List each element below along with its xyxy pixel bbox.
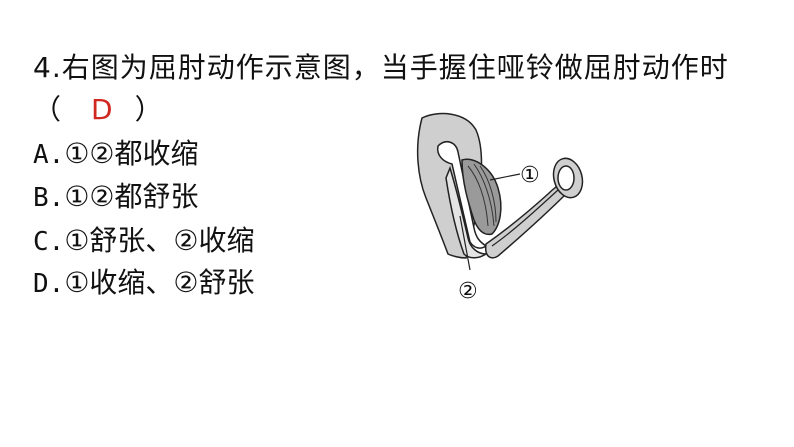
answer-line: （ D ） [33,90,163,130]
question-text: 4.右图为屈肘动作示意图，当手握住哑铃做屈肘动作时 [33,51,729,84]
option-text: ①②都舒张 [64,180,199,213]
option-c[interactable]: C.①舒张、②收缩 [33,221,255,262]
option-a[interactable]: A.①②都收缩 [33,134,199,175]
option-text: ①收缩、②舒张 [64,266,255,299]
option-d[interactable]: D.①收缩、②舒张 [33,263,255,304]
option-letter: A. [33,140,65,170]
arm-illustration: ① ② [416,112,584,304]
open-paren: （ [33,93,62,126]
biceps-muscle [461,158,502,236]
option-letter: D. [33,269,65,299]
dumbbell-grip [557,165,575,191]
option-text: ①舒张、②收缩 [64,224,255,257]
elbow-flexion-diagram: ① ② [408,108,598,308]
label-1-leader [489,173,521,181]
option-text: ①②都收缩 [64,137,199,170]
option-letter: B. [33,183,65,213]
label-2-leader [459,215,471,271]
close-paren: ） [134,93,163,126]
label-1: ① [520,163,540,188]
answer-letter: D [91,93,113,126]
option-letter: C. [33,227,65,257]
label-2: ② [458,279,478,304]
option-b[interactable]: B.①②都舒张 [33,177,199,218]
